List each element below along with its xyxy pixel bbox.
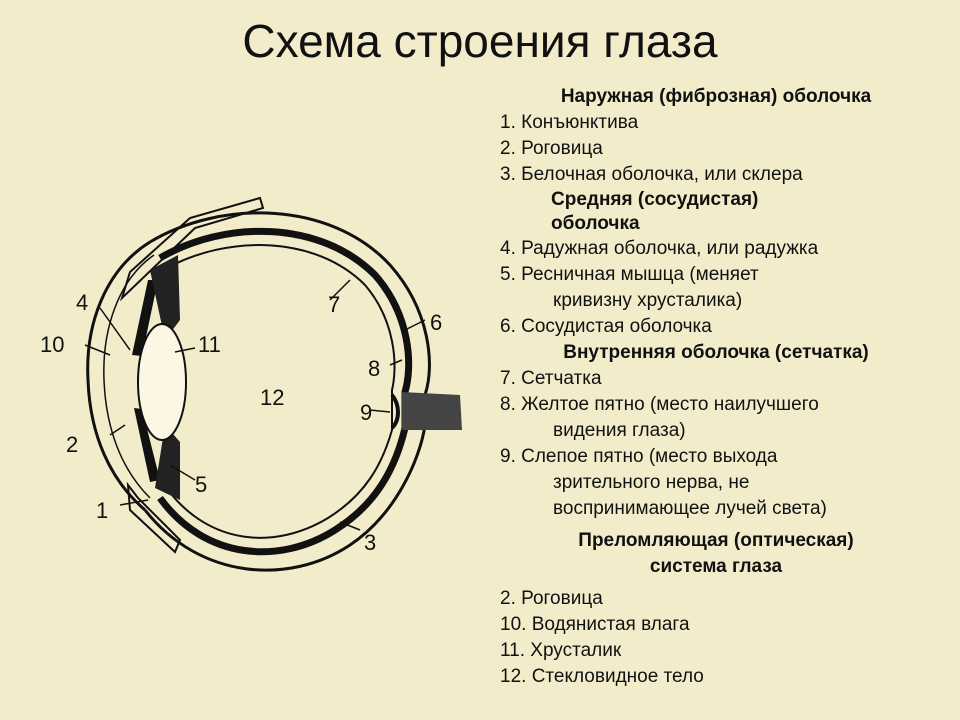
item-6: 6. Сосудистая оболочка bbox=[500, 316, 712, 337]
item-9-cont-1: зрительного нерва, не bbox=[553, 472, 750, 493]
retina bbox=[166, 244, 396, 539]
label-7: 7 bbox=[328, 292, 340, 317]
optic-disc bbox=[390, 393, 400, 430]
item-9: 9. Слепое пятно (место выхода bbox=[500, 446, 778, 467]
lens bbox=[137, 323, 187, 441]
item-4: 4. Радужная оболочка, или радужка bbox=[500, 238, 819, 259]
ciliary-bottom bbox=[155, 425, 180, 500]
choroid bbox=[157, 227, 413, 556]
item-5: 5. Ресничная мышца (меняет bbox=[500, 264, 759, 285]
label-3: 3 bbox=[364, 530, 376, 555]
label-11: 11 bbox=[198, 332, 221, 357]
item-2b: 2. Роговица bbox=[500, 588, 603, 609]
optic-heading-1: Преломляющая (оптическая) bbox=[578, 530, 854, 551]
page-title: Схема строения глаза bbox=[242, 15, 718, 67]
label-6: 6 bbox=[430, 310, 442, 335]
label-4: 4 bbox=[76, 290, 88, 315]
sclera bbox=[143, 211, 431, 572]
iris-top bbox=[132, 280, 158, 356]
ciliary-top bbox=[150, 255, 180, 340]
middle-heading-1: Средняя (сосудистая) bbox=[551, 189, 759, 210]
item-8-cont: видения глаза) bbox=[553, 420, 686, 441]
item-11: 11. Хрусталик bbox=[500, 640, 622, 661]
item-10: 10. Водянистая влага bbox=[500, 614, 690, 635]
label-9: 9 bbox=[360, 400, 372, 425]
label-10: 10 bbox=[40, 332, 64, 357]
iris-bottom bbox=[134, 408, 160, 482]
optic-nerve bbox=[402, 392, 462, 430]
item-8: 8. Желтое пятно (место наилучшего bbox=[500, 394, 819, 415]
item-2: 2. Роговица bbox=[500, 138, 603, 159]
item-5-cont: кривизну хрусталика) bbox=[553, 290, 743, 311]
label-5: 5 bbox=[195, 472, 207, 497]
cornea bbox=[86, 240, 151, 512]
outer-heading: Наружная (фиброзная) оболочка bbox=[560, 86, 872, 107]
label-2: 2 bbox=[66, 432, 78, 457]
conjunctiva-bottom bbox=[126, 481, 182, 554]
item-12: 12. Стекловидное тело bbox=[500, 666, 704, 687]
inner-heading: Внутренняя оболочка (сетчатка) bbox=[563, 342, 869, 363]
eye-diagram: 4 10 11 2 1 5 12 7 6 8 9 3 bbox=[40, 196, 462, 572]
label-12: 12 bbox=[260, 385, 284, 410]
legend: Наружная (фиброзная) оболочка 1. Конъюнк… bbox=[496, 84, 936, 690]
optic-heading-2: система глаза bbox=[649, 556, 783, 577]
label-1: 1 bbox=[96, 498, 108, 523]
item-7: 7. Сетчатка bbox=[500, 368, 602, 389]
item-9-cont-2: воспринимающее лучей света) bbox=[553, 498, 827, 519]
middle-heading-2: оболочка bbox=[551, 213, 640, 234]
item-1: 1. Конъюнктива bbox=[500, 112, 639, 133]
label-8: 8 bbox=[368, 356, 380, 381]
item-3: 3. Белочная оболочка, или склера bbox=[500, 164, 803, 185]
conjunctiva-top bbox=[119, 196, 265, 302]
